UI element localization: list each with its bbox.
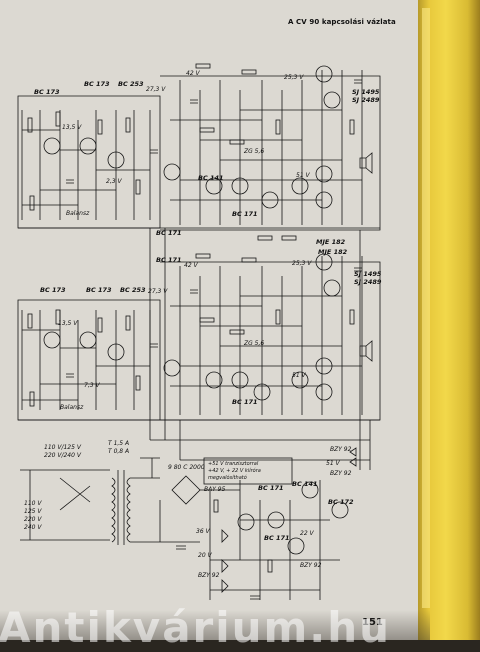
- voltage-label: 20 V: [198, 552, 212, 559]
- transistor-label: MJE 182: [318, 248, 348, 256]
- voltage-label: 2,3 V: [106, 178, 122, 185]
- transistor-label: BC 253: [118, 80, 144, 88]
- transistor-label: BC 173: [40, 286, 66, 294]
- transistor-label: BC 171: [264, 534, 290, 542]
- diode-label: BZY 92: [330, 470, 352, 477]
- voltage-label: 13,5 V: [62, 124, 82, 131]
- voltage-label: 42 V: [186, 70, 200, 77]
- voltage-label: 25,3 V: [284, 74, 304, 81]
- fuse-label: T 1,5 A: [108, 440, 130, 447]
- voltage-label: 25,3 V: [292, 260, 312, 267]
- transistor-label: BC 171: [258, 484, 284, 492]
- voltage-label: 42 V: [184, 262, 198, 269]
- mains-label: 220 V/240 V: [44, 452, 81, 459]
- voltage-label: 51 V: [292, 372, 306, 379]
- output-transistor-label: SJ 2489: [352, 96, 380, 104]
- note-line: +42 V, + 22 V kiíróra: [208, 468, 261, 474]
- transistor-label: BC 141: [292, 480, 318, 488]
- zener-label: ZG 5,6: [244, 340, 265, 347]
- note-line: +51 V tranzisztorral: [208, 461, 259, 467]
- output-transistor-label: SJ 1495: [354, 270, 382, 278]
- watermark: Antikvárium.hu: [0, 603, 392, 652]
- voltage-label: 51 V: [326, 460, 340, 467]
- transistor-label: BC 171: [232, 210, 258, 218]
- voltage-label: 51 V: [296, 172, 310, 179]
- output-transistor-label: SJ 1495: [352, 88, 380, 96]
- diode-label: BZY 92: [300, 562, 322, 569]
- mains-label: 110 V/125 V: [44, 444, 81, 451]
- diode-label: BZY 92: [330, 446, 352, 453]
- transistor-label: BC 253: [120, 286, 146, 294]
- transistor-label: MJE 182: [316, 238, 346, 246]
- page-shadow: [0, 610, 430, 640]
- page-title: A CV 90 kapcsolási vázlata: [288, 18, 396, 26]
- diode-label: BZY 92: [198, 572, 220, 579]
- transistor-label: BC 171: [156, 229, 182, 237]
- transistor-label: BC 173: [34, 88, 60, 96]
- voltage-label: 27,3 V: [146, 86, 166, 93]
- tap-label: 125 V: [24, 508, 42, 515]
- diode-label: BAY 95: [204, 486, 226, 493]
- fuse-label: T 0,8 A: [108, 448, 130, 455]
- voltage-label: 22 V: [300, 530, 314, 537]
- transistor-label: BC 172: [328, 498, 354, 506]
- tap-label: 220 V: [24, 516, 42, 523]
- page-number: 151: [362, 617, 383, 628]
- note-line: megvalósítható: [208, 475, 247, 481]
- voltage-label: 7,3 V: [84, 382, 100, 389]
- book-page: A CV 90 kapcsolási vázlata BC 173 BC 173…: [0, 0, 426, 640]
- tap-label: 240 V: [24, 524, 42, 531]
- spine-highlight: [422, 8, 430, 608]
- circuit-schematic: [17, 63, 381, 600]
- transistor-label: BC 171: [156, 256, 182, 264]
- output-transistor-label: SJ 2489: [354, 278, 382, 286]
- zener-label: ZG 5,6: [244, 148, 265, 155]
- transistor-label: BC 173: [84, 80, 110, 88]
- bridge-label: 9 80 C 2000: [168, 464, 205, 471]
- balance-label: Balansz: [66, 210, 90, 217]
- tap-label: 110 V: [24, 500, 42, 507]
- voltage-label: 36 V: [196, 528, 210, 535]
- transistor-label: BC 141: [198, 174, 224, 182]
- voltage-label: 27,3 V: [148, 288, 168, 295]
- transistor-label: BC 173: [86, 286, 112, 294]
- balance-label: Balansz: [60, 404, 84, 411]
- transistor-label: BC 171: [232, 398, 258, 406]
- voltage-label: 13,5 V: [58, 320, 78, 327]
